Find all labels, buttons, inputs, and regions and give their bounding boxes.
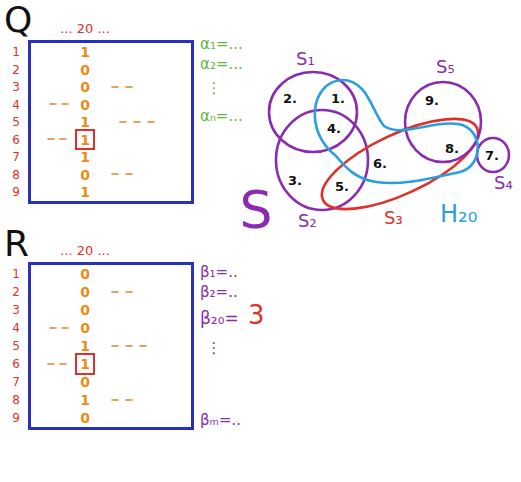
element-label: 3.: [288, 174, 302, 187]
row-index: 8: [12, 169, 20, 181]
row-index: 8: [12, 394, 20, 406]
matrix-entry: 1: [80, 339, 90, 353]
matrix-entry: 0: [80, 411, 90, 425]
column-sum: β₂=..: [200, 285, 238, 300]
matrix-entry: 0: [80, 63, 90, 77]
element-label: 7.: [485, 149, 499, 162]
outline-stroke: [310, 101, 489, 227]
element-label: 2.: [283, 92, 297, 105]
matrix-name: R: [4, 226, 29, 262]
matrix-entry: 1: [80, 133, 90, 147]
element-label: 4.: [327, 122, 341, 135]
element-label: 9.: [425, 94, 439, 107]
row-index: 2: [12, 64, 20, 76]
column-index: ... 20 ...: [60, 22, 110, 35]
row-sum: αₙ=...: [200, 109, 243, 124]
matrix-name: Q: [4, 2, 32, 38]
column-sum: β₁=..: [200, 265, 238, 280]
sum-value: 3: [248, 302, 265, 328]
set-name: S₅: [436, 58, 455, 76]
column-index: ... 20 ...: [60, 244, 110, 257]
element-label: 5.: [335, 180, 349, 193]
column-sum: β₂₀=: [200, 310, 239, 327]
outline-stroke: [477, 138, 509, 172]
outline-shape: [402, 79, 484, 165]
row-index: 9: [12, 186, 20, 198]
row-sum: α₁=...: [200, 37, 243, 52]
set-name: S₃: [384, 209, 403, 227]
row-sum: α₂=...: [200, 57, 243, 72]
row-index: 3: [12, 81, 20, 93]
matrix-entry: 0: [80, 98, 90, 112]
matrix-entry: 1: [80, 185, 90, 199]
matrix-entry: 0: [80, 285, 90, 299]
matrix-entry: 0: [80, 80, 90, 94]
matrix-box: R: [28, 262, 194, 430]
row-index: 7: [12, 376, 20, 388]
element-label: 6.: [373, 157, 387, 170]
ellipsis: ⋮: [207, 341, 222, 356]
set-name: S₂: [298, 212, 317, 230]
matrix-entry: 0: [80, 303, 90, 317]
row-index: 1: [12, 46, 20, 58]
element-label: 8.: [445, 142, 459, 155]
matrix-entry: 0: [80, 267, 90, 281]
outline-stroke: [315, 80, 478, 183]
matrix-entry: 1: [80, 393, 90, 407]
column-sum: βₘ=..: [200, 413, 241, 428]
matrix-entry: 1: [80, 357, 90, 371]
set-outline: S₅: [402, 79, 484, 165]
matrix-entry: 0: [80, 321, 90, 335]
matrix-entry: 0: [80, 375, 90, 389]
row-index: 4: [12, 322, 20, 334]
row-index: 5: [12, 340, 20, 352]
ellipsis: ⋮: [207, 81, 222, 96]
set-name: S₄: [494, 174, 513, 192]
matrix-entry: 1: [80, 45, 90, 59]
matrix-box: Q: [28, 40, 194, 204]
row-index: 6: [12, 358, 20, 370]
row-index: 7: [12, 151, 20, 163]
row-index: 3: [12, 304, 20, 316]
matrix-entry: 1: [80, 115, 90, 129]
element-label: 1.: [331, 92, 345, 105]
row-index: 9: [12, 412, 20, 424]
row-index: 1: [12, 268, 20, 280]
highlight-cell: [76, 130, 94, 149]
set-name: H₂₀: [440, 202, 477, 226]
highlight-cell: [76, 354, 94, 374]
set-name: S₁: [296, 50, 315, 68]
outline-stroke: [405, 82, 481, 162]
row-index: 6: [12, 134, 20, 146]
matrix-entry: 1: [80, 150, 90, 164]
row-index: 2: [12, 286, 20, 298]
row-index: 5: [12, 116, 20, 128]
matrix-entry: 0: [80, 168, 90, 182]
set-system-name: S: [239, 184, 272, 236]
row-index: 4: [12, 99, 20, 111]
